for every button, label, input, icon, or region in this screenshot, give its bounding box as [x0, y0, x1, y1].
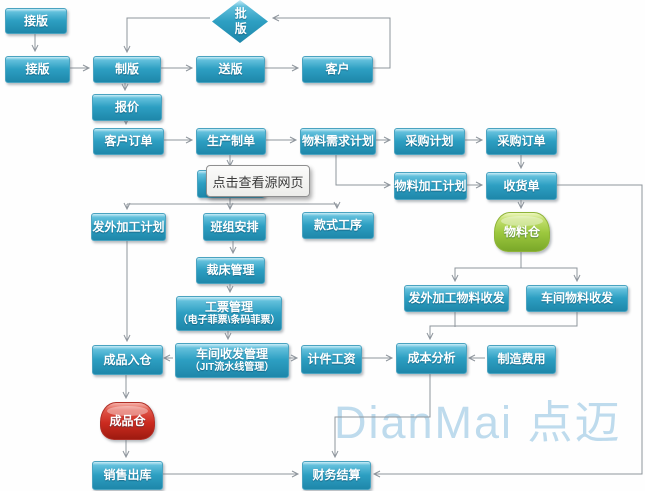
node-label: 财务结算 [312, 468, 361, 483]
node-label: 计件工资 [307, 352, 356, 367]
node-label: 成品入仓 [103, 352, 152, 367]
node-style-process: 款式工序 [302, 212, 374, 239]
node-sublabel: （JIT流水线管理） [189, 362, 275, 374]
node-financial-settlement: 财务结算 [302, 461, 371, 490]
node-team-arrangement: 班组安排 [203, 213, 266, 241]
node-label: 制造费用 [497, 352, 546, 367]
node-workshop-material-io: 车间物料收发 [526, 285, 628, 312]
node-receive-plate-1: 接版 [5, 8, 67, 34]
node-label: 车间物料收发 [540, 291, 613, 306]
node-label: 制版 [114, 62, 139, 77]
node-label: 收货单 [503, 178, 540, 193]
node-finished-goods-inbound: 成品入仓 [92, 345, 163, 375]
node-label: 客户 [325, 62, 350, 77]
node-manufacturing-expense: 制造费用 [487, 345, 556, 374]
node-label: 成品仓 [109, 413, 146, 428]
node-outsourcing-material-io: 发外加工物料收发 [404, 285, 509, 312]
node-cost-analysis: 成本分析 [396, 343, 467, 374]
node-cutting-management: 裁床管理 [196, 257, 265, 284]
node-workshop-io-management: 车间收发管理（JIT流水线管理） [175, 343, 289, 378]
node-piece-rate-wage: 计件工资 [301, 345, 362, 374]
node-purchase-order: 采购订单 [486, 128, 557, 155]
node-sublabel: （电子菲票\条码菲票） [177, 315, 281, 327]
node-label: 工票管理 [204, 299, 253, 314]
node-receiving-note: 收货单 [486, 172, 557, 200]
node-make-plate: 制版 [93, 56, 161, 83]
node-label: 接版 [23, 13, 48, 28]
node-label: 采购订单 [497, 134, 546, 149]
node-label: 批版 [233, 6, 248, 37]
node-label: 车间收发管理 [195, 346, 268, 361]
node-label: 物料需求计划 [301, 134, 374, 149]
watermark-text: DianMai 点迈 [334, 397, 622, 448]
view-source-tooltip: 点击查看源网页 [206, 165, 310, 197]
view-source-tooltip-label: 点击查看源网页 [212, 174, 304, 190]
node-work-ticket-management: 工票管理（电子菲票\条码菲票） [176, 296, 282, 331]
node-finished-goods-warehouse: 成品仓 [100, 402, 155, 440]
node-label: 物料加工计划 [394, 178, 467, 193]
node-purchase-plan: 采购计划 [394, 128, 465, 155]
node-material-requirements-plan: 物料需求计划 [300, 128, 376, 155]
node-label: 裁床管理 [206, 263, 255, 278]
node-label: 款式工序 [313, 218, 362, 233]
node-label: 采购计划 [405, 134, 454, 149]
node-label: 生产制单 [206, 134, 255, 149]
node-label: 物料仓 [503, 224, 540, 239]
node-label: 班组安排 [210, 219, 259, 234]
node-label: 报价 [114, 100, 139, 115]
node-production-order: 生产制单 [196, 128, 266, 155]
node-quotation: 报价 [92, 94, 162, 121]
node-send-plate: 送版 [196, 56, 265, 83]
node-label: 发外加工计划 [92, 219, 165, 234]
node-label: 客户订单 [104, 134, 153, 149]
node-sales-outbound: 销售出库 [92, 461, 163, 490]
node-material-processing-plan: 物料加工计划 [394, 172, 467, 200]
node-customer-order: 客户订单 [93, 128, 164, 155]
node-customer: 客户 [302, 56, 373, 83]
node-receive-plate-2: 接版 [5, 56, 70, 83]
node-material-warehouse: 物料仓 [494, 212, 550, 252]
node-label: 销售出库 [103, 468, 152, 483]
node-outsourcing-plan: 发外加工计划 [91, 213, 166, 241]
node-label: 接版 [25, 62, 50, 77]
node-label: 成本分析 [407, 351, 456, 366]
node-label: 发外加工物料收发 [408, 291, 505, 306]
node-label: 送版 [218, 62, 243, 77]
